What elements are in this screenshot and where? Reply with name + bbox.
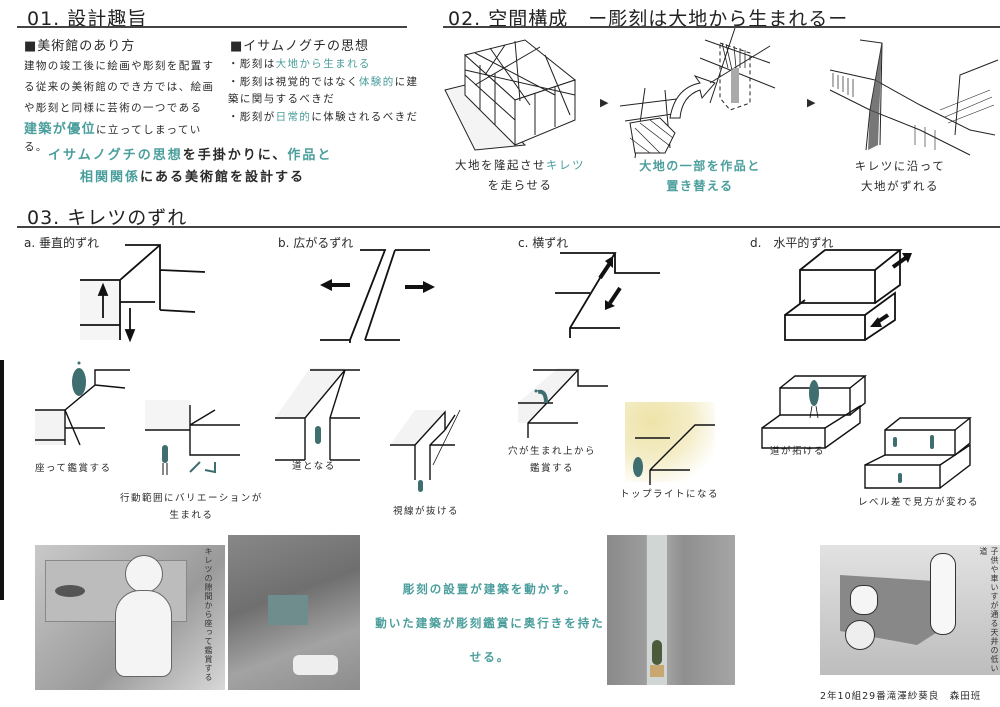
arrow-right-icon: ▶ (600, 96, 609, 109)
museum-line-rest: に立ってしまってい (96, 124, 202, 136)
concept-line: 相関関係にある美術館を設計する (80, 170, 306, 185)
concept-line: イサムノグチの思想を手掛かりに、作品と (48, 148, 333, 163)
section1-rule (17, 26, 407, 28)
person-figure (72, 368, 86, 396)
step3-caption: キレツに沿って 大地がずれる (854, 159, 946, 193)
caption-path: 道となる (292, 461, 336, 472)
noguchi-bullet: ・彫刻が日常的に体験されるべきだ (228, 110, 419, 123)
replace-ground-sketch (619, 27, 776, 159)
model-photo-1 (228, 535, 360, 690)
noguchi-bullet: ・彫刻は視覚的ではなく体験的に建 (228, 75, 419, 88)
museum-title: ■美術館のあり方 (24, 39, 136, 54)
vertical-caption-right: 子供や車いすが通る天井の低い道 (979, 547, 999, 673)
caption-view: 視線が抜ける (393, 506, 460, 517)
level-sketch (864, 417, 972, 489)
edge-bar (0, 360, 4, 600)
museum-text: 建物の竣工後に絵画や彫刻を配置す る従来の美術館のでき方では、絵画 や彫刻と同様… (24, 56, 214, 153)
view-sketch (390, 409, 461, 492)
museum-line: 建築が優位に立ってしまってい (24, 119, 214, 141)
museum-highlight: 建築が優位 (24, 122, 97, 137)
noguchi-bullet-cont: 築に関与するべきだ (228, 93, 336, 105)
person-figure (809, 380, 819, 406)
museum-line: 建物の竣工後に絵画や彫刻を配置す (24, 60, 215, 72)
vertical-caption-left: キレツの隙間から座って鑑賞する (204, 547, 213, 682)
section3-heading: 03. キレツのずれ (27, 207, 188, 229)
bottom-slogan: 彫刻の設置が建築を動かす。 動いた建築が彫刻鑑賞に奥行きを持たせる。 (375, 582, 605, 664)
section3-rule (17, 226, 1000, 228)
caption-level: レベル差で見方が変わる (858, 497, 980, 508)
noguchi-title: ■イサムノグチの思想 (230, 39, 370, 54)
museum-line: や彫刻と同様に芸術の一つである (24, 102, 203, 114)
caption-variation: 行動範囲にバリエーションが 生まれる (120, 493, 263, 521)
widening-shift-sketch (310, 249, 435, 340)
low-ceiling-path-render: 子供や車いすが通る天井の低い道 (820, 545, 1000, 675)
credit: 2年10組29番滝澤紗葵良 森田班 (820, 691, 982, 702)
caption-sit: 座って鑑賞する (35, 463, 112, 474)
noguchi-text: ・彫刻は大地から生まれる ・彫刻は視覚的ではなく体験的に建 築に関与するべきだ … (228, 56, 418, 126)
horizontal-shift-sketch (784, 249, 912, 341)
sit-sketch (35, 361, 130, 446)
noguchi-bullet: ・彫刻は大地から生まれる (228, 58, 371, 70)
caption-toplight: トップライトになる (620, 489, 720, 500)
seated-viewing-render: キレツの隙間から座って鑑賞する (35, 545, 225, 690)
section2-heading: 02. 空間構成 ー彫刻は大地から生まれるー (448, 8, 849, 30)
caption-hole: 穴が生まれ上から 鑑賞する (508, 446, 597, 474)
type-b-label: b. 広がるずれ (278, 236, 354, 250)
toplight-sketch (633, 424, 715, 485)
vertical-shift-sketch (80, 244, 206, 343)
type-d-label: d. 水平的ずれ (750, 236, 834, 250)
step1-caption: 大地を隆起させキレツ を走らせる (455, 158, 585, 192)
hole-sketch (518, 368, 608, 438)
path-sketch (275, 368, 360, 461)
road-sketch (761, 375, 867, 449)
variation-sketch (145, 400, 240, 475)
step2-caption: 大地の一部を作品と 置き替える (639, 159, 761, 193)
arrow-right-icon: ▶ (807, 96, 816, 109)
caption-road: 道が拓ける (770, 446, 826, 457)
museum-line: る従来の美術館のでき方では、絵画 (24, 81, 215, 93)
type-c-label: c. 横ずれ (518, 236, 569, 250)
section2-rule (443, 26, 1000, 28)
shifted-ground-sketch (829, 39, 999, 156)
lateral-shift-sketch (555, 252, 660, 338)
concept-statement: イサムノグチの思想を手掛かりに、作品と 相関関係にある美術館を設計する (48, 145, 332, 189)
model-photo-2 (607, 535, 735, 685)
section1-heading: 01. 設計趣旨 (27, 8, 148, 30)
type-a-label: a. 垂直的ずれ (24, 236, 99, 250)
raised-ground-sketch (444, 39, 577, 151)
museum-line: る。 (24, 141, 48, 153)
